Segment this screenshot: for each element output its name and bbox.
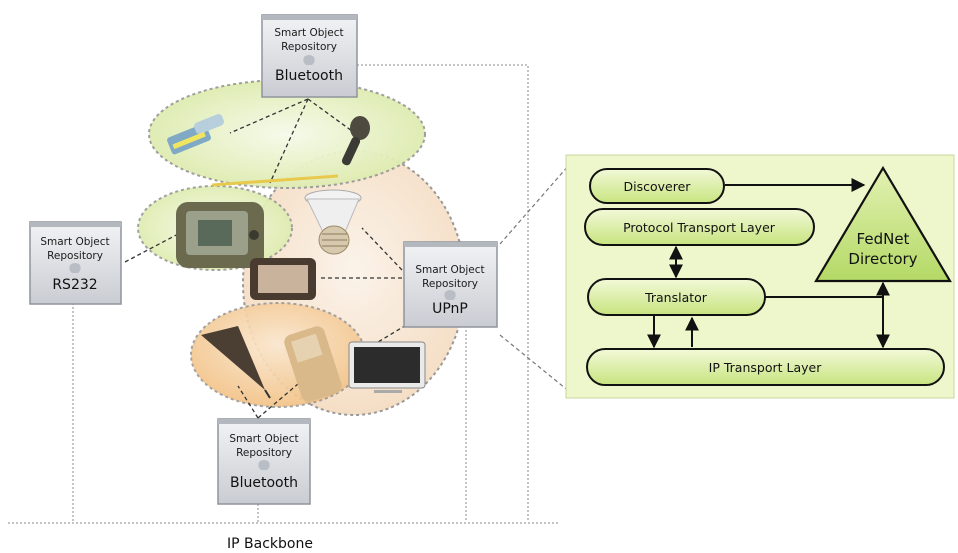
architecture-panel: FedNet Directory Discoverer Protocol Tra… bbox=[565, 154, 955, 399]
translator-module: Translator bbox=[587, 278, 766, 316]
repository-title-line2: Repository bbox=[281, 41, 337, 53]
ip-transport-label: IP Transport Layer bbox=[709, 360, 823, 375]
repository-title-line2: Repository bbox=[47, 250, 103, 262]
fednet-directory: FedNet Directory bbox=[814, 165, 952, 283]
directory-label-line1: FedNet bbox=[857, 230, 910, 248]
repository-protocol-label: Bluetooth bbox=[230, 475, 298, 491]
protocol-transport-label: Protocol Transport Layer bbox=[623, 220, 776, 235]
translator-label: Translator bbox=[644, 290, 708, 305]
tv-set-icon bbox=[176, 202, 264, 268]
repository-title-line1: Smart Object bbox=[415, 264, 484, 276]
directory-label-line2: Directory bbox=[848, 250, 917, 268]
architecture-arrows bbox=[647, 178, 890, 349]
yellow-pen-icon bbox=[211, 174, 339, 187]
discoverer-label: Discoverer bbox=[624, 179, 692, 194]
repository-protocol-label: RS232 bbox=[52, 277, 97, 293]
repository-title-line1: Smart Object bbox=[229, 433, 298, 445]
backbone-connectors bbox=[8, 64, 560, 524]
umbrella-icon bbox=[201, 326, 271, 399]
apple-logo-icon bbox=[303, 55, 315, 65]
protocol-transport-layer: Protocol Transport Layer bbox=[584, 208, 815, 246]
repository-title-line2: Repository bbox=[422, 278, 478, 290]
repository-title-line1: Smart Object bbox=[40, 236, 109, 248]
repository-right-upnp: Smart Object Repository UPnP bbox=[403, 241, 498, 328]
apple-logo-icon bbox=[444, 290, 456, 300]
lamp-icon bbox=[304, 189, 362, 255]
bt-top-backbone-link bbox=[357, 64, 529, 522]
discoverer-module: Discoverer bbox=[589, 168, 725, 204]
repository-title-line1: Smart Object bbox=[274, 27, 343, 39]
repository-protocol-label: Bluetooth bbox=[275, 68, 343, 84]
ip-transport-layer: IP Transport Layer bbox=[586, 348, 945, 386]
repository-protocol-label: UPnP bbox=[432, 301, 468, 317]
picture-frame-icon bbox=[250, 258, 316, 300]
barcode-scanner-icon bbox=[167, 114, 224, 155]
zoom-lines bbox=[499, 156, 577, 398]
apple-logo-icon bbox=[258, 460, 270, 470]
repository-bottom-bluetooth: Smart Object Repository Bluetooth bbox=[217, 418, 311, 505]
repository-top-bluetooth: Smart Object Repository Bluetooth bbox=[261, 14, 358, 98]
monitor-icon bbox=[348, 341, 426, 393]
brush-icon bbox=[341, 116, 370, 166]
mobile-phone-icon bbox=[284, 326, 342, 402]
apple-logo-icon bbox=[69, 263, 81, 273]
repository-title-line2: Repository bbox=[236, 447, 292, 459]
ip-backbone-label: IP Backbone bbox=[227, 536, 313, 552]
repository-left-rs232: Smart Object Repository RS232 bbox=[29, 221, 122, 305]
